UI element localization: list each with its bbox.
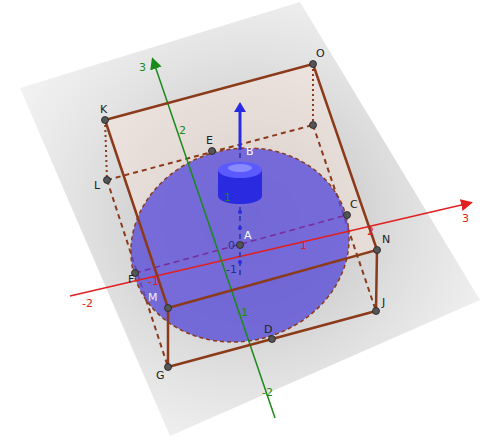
point-label: O (316, 48, 325, 60)
axis-tick: -2 (82, 298, 93, 310)
points (102, 61, 381, 371)
point-label: B (246, 146, 254, 158)
axis-tick: 3 (462, 213, 469, 225)
axis-tick: 1 (300, 240, 307, 252)
point-label: D (264, 324, 272, 336)
disc (109, 124, 371, 366)
point-label: K (100, 104, 107, 116)
visible-edges (105, 64, 377, 367)
y-axis (153, 60, 275, 418)
hidden-edges (105, 64, 376, 367)
point-label: N (382, 234, 390, 246)
axis-tick: 1 (224, 192, 231, 204)
axis-tick: -1 (226, 264, 237, 276)
diameter-line (135, 215, 347, 273)
axis-tick: 2 (367, 226, 374, 238)
axis-tick: -1 (148, 276, 159, 288)
point-label: J (382, 297, 385, 309)
cylinder-object (218, 102, 262, 204)
axis-tick: -1 (237, 307, 248, 319)
x-axis (70, 203, 470, 296)
axis-tick: 2 (179, 125, 186, 137)
point-label: M (148, 292, 158, 304)
point-label: L (94, 180, 100, 192)
axis-tick: 0 (228, 240, 235, 252)
ground-shadow (20, 2, 480, 436)
point-label: A (244, 230, 252, 242)
z-ticks (238, 210, 242, 264)
point-label: E (206, 135, 213, 147)
axis-tick: 3 (139, 62, 146, 74)
axis-tick: -2 (262, 387, 273, 399)
point-label: G (156, 370, 165, 382)
point-label: C (350, 199, 358, 211)
point-label: F (128, 274, 134, 286)
